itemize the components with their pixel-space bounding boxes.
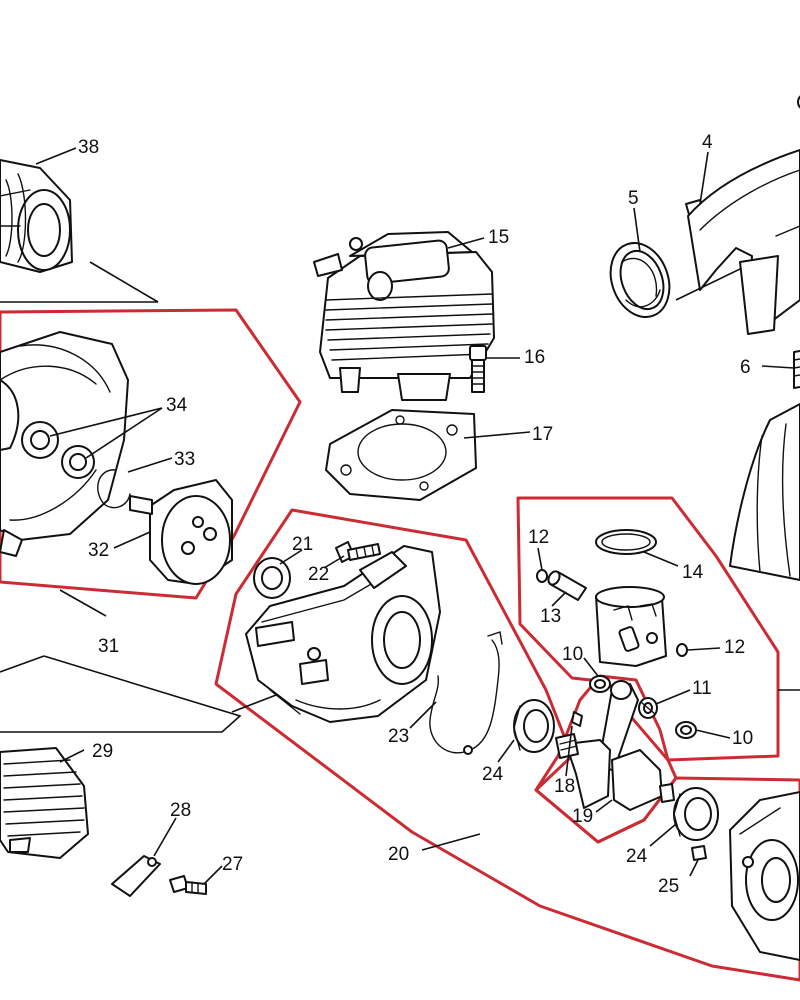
callout-29: 29 — [92, 741, 113, 762]
callout-10-left: 10 — [562, 644, 583, 665]
part-crankcase-right — [729, 791, 800, 961]
part-32-clutch-drum — [129, 479, 233, 585]
callout-15: 15 — [488, 227, 509, 248]
part-22-screw — [335, 541, 381, 563]
part-14-piston-ring — [595, 529, 657, 555]
part-28-plate — [111, 855, 161, 897]
callout-21: 21 — [292, 534, 313, 555]
callout-14: 14 — [682, 562, 704, 583]
callouts: 38 4 5 15 6 16 34 17 33 12 14 21 22 32 1… — [78, 132, 753, 897]
part-5-ring — [609, 242, 671, 318]
part-29-muffler — [0, 747, 89, 859]
callout-28: 28 — [170, 800, 191, 821]
callout-6: 6 — [740, 357, 751, 378]
callout-12-top: 12 — [528, 527, 549, 548]
part-11-needle-bearing — [638, 697, 658, 719]
callout-18: 18 — [554, 776, 575, 797]
group-outlines — [0, 308, 800, 982]
part-25-dowel — [691, 845, 707, 861]
callout-31: 31 — [98, 636, 119, 657]
callout-38: 38 — [78, 137, 99, 158]
group-outline-crankcase — [214, 508, 800, 982]
callout-32: 32 — [88, 540, 109, 561]
part-6-fitting — [793, 349, 800, 389]
callout-12-right: 12 — [724, 637, 745, 658]
callout-34: 34 — [166, 395, 188, 416]
callout-10-right: 10 — [732, 728, 753, 749]
part-10-washer-a — [589, 675, 611, 693]
part-31-clutch-housing — [0, 331, 129, 557]
part-piston — [595, 586, 667, 667]
part-23-spring-clip — [429, 631, 503, 755]
part-18-key — [571, 711, 583, 727]
part-19-crankshaft — [555, 680, 675, 811]
part-fan-housing — [687, 95, 800, 335]
part-17-gasket — [325, 409, 477, 501]
leader-lines — [35, 147, 795, 885]
callout-17: 17 — [532, 424, 553, 445]
part-33-circlip — [97, 469, 131, 509]
callout-11: 11 — [692, 678, 712, 699]
part-10-washer-b — [675, 721, 697, 739]
callout-22: 22 — [308, 564, 329, 585]
part-15-cylinder — [313, 231, 495, 401]
part-16-bolt — [469, 345, 487, 393]
part-13-piston-pin — [547, 570, 587, 601]
part-shroud — [729, 403, 800, 581]
part-24-bearing-b — [673, 787, 719, 841]
callout-24-left: 24 — [482, 764, 504, 785]
callout-13: 13 — [540, 606, 561, 627]
callout-24-right: 24 — [626, 846, 648, 867]
group-outline-clutch-housing — [0, 308, 302, 600]
part-12-clip-a — [536, 569, 548, 583]
callout-23: 23 — [388, 726, 409, 747]
part-24-bearing-a — [513, 699, 555, 753]
part-38-filter-cover — [0, 159, 73, 273]
callout-4: 4 — [702, 132, 713, 153]
part-27-screw — [169, 875, 207, 895]
part-21-bearing — [253, 557, 291, 599]
callout-33: 33 — [174, 449, 195, 470]
part-20-crankcase — [245, 545, 441, 723]
part-12-clip-b — [676, 643, 688, 657]
structure-lines — [0, 239, 800, 733]
callout-27: 27 — [222, 854, 243, 875]
callout-20: 20 — [388, 844, 409, 865]
callout-16: 16 — [524, 347, 545, 368]
callout-5: 5 — [628, 188, 639, 209]
callout-19: 19 — [572, 806, 593, 827]
callout-25: 25 — [658, 876, 679, 897]
